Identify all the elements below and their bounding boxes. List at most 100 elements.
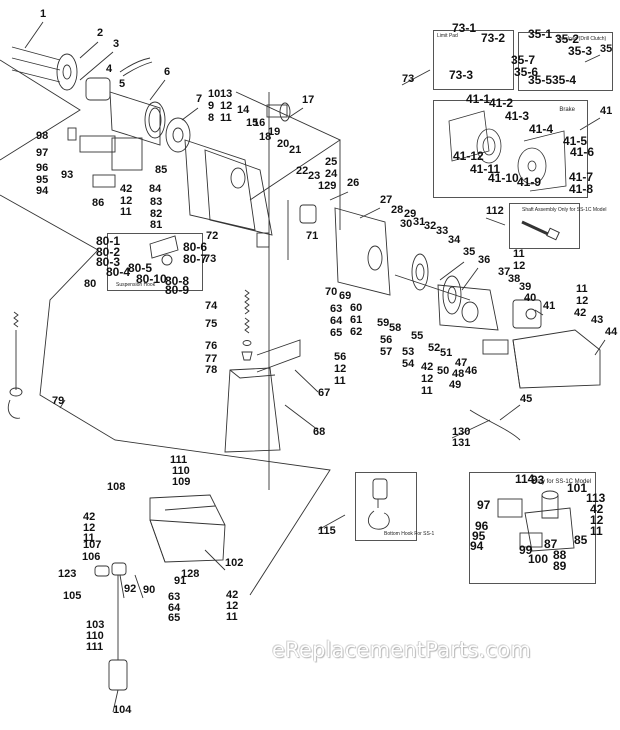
part-callout-79[interactable]: 79 (52, 395, 65, 407)
inset-part-callout-97[interactable]: 97 (477, 498, 491, 512)
inset-part-callout-41-4[interactable]: 41-4 (529, 122, 554, 136)
part-callout-73[interactable]: 73 (402, 73, 415, 85)
part-callout-7[interactable]: 7 (196, 93, 203, 105)
part-callout-63[interactable]: 63 (168, 591, 181, 603)
part-callout-40[interactable]: 40 (524, 292, 537, 304)
part-callout-71[interactable]: 71 (306, 230, 319, 242)
part-callout-81[interactable]: 81 (150, 219, 163, 231)
inset-part-callout-80-10[interactable]: 80-10 (136, 272, 167, 286)
part-callout-12[interactable]: 12 (220, 100, 233, 112)
part-callout-111[interactable]: 111 (86, 641, 104, 653)
part-callout-98[interactable]: 98 (36, 130, 49, 142)
inset-part-callout-41-6[interactable]: 41-6 (570, 145, 595, 159)
part-callout-128[interactable]: 128 (181, 568, 200, 580)
part-callout-92[interactable]: 92 (124, 583, 137, 595)
part-callout-26[interactable]: 26 (347, 177, 360, 189)
part-callout-94[interactable]: 94 (36, 185, 49, 197)
part-callout-42[interactable]: 42 (83, 511, 96, 523)
part-callout-43[interactable]: 43 (591, 314, 604, 326)
part-callout-131[interactable]: 131 (452, 437, 471, 449)
part-callout-42[interactable]: 42 (574, 307, 587, 319)
part-callout-95[interactable]: 95 (36, 174, 49, 186)
part-callout-80[interactable]: 80 (84, 278, 97, 290)
inset-part-callout-80-7[interactable]: 80-7 (183, 252, 208, 266)
inset-part-callout-41-7[interactable]: 41-7 (569, 170, 594, 184)
part-callout-41[interactable]: 41 (543, 300, 556, 312)
part-callout-38[interactable]: 38 (508, 273, 521, 285)
part-callout-32[interactable]: 32 (424, 220, 437, 232)
part-callout-8[interactable]: 8 (208, 112, 215, 124)
part-callout-51[interactable]: 51 (440, 347, 453, 359)
inset-part-callout-73-2[interactable]: 73-2 (481, 31, 506, 45)
part-callout-42[interactable]: 42 (226, 589, 239, 601)
part-callout-42[interactable]: 42 (120, 183, 133, 195)
part-callout-10[interactable]: 10 (208, 88, 221, 100)
part-callout-11[interactable]: 11 (513, 248, 525, 260)
part-callout-41[interactable]: 41 (600, 105, 613, 117)
inset-part-callout-35-4[interactable]: 35-4 (552, 73, 577, 87)
part-callout-64[interactable]: 64 (330, 315, 343, 327)
part-callout-96[interactable]: 96 (36, 162, 49, 174)
part-callout-102[interactable]: 102 (225, 557, 244, 569)
inset-part-callout-35-3[interactable]: 35-3 (568, 44, 593, 58)
part-callout-34[interactable]: 34 (448, 234, 461, 246)
part-callout-11[interactable]: 11 (220, 112, 232, 124)
inset-part-callout-80-5[interactable]: 80-5 (128, 261, 153, 275)
inset-part-callout-11[interactable]: 11 (590, 524, 603, 538)
part-callout-105[interactable]: 105 (63, 590, 82, 602)
inset-part-callout-41-9[interactable]: 41-9 (517, 175, 542, 189)
inset-part-callout-41-10[interactable]: 41-10 (488, 171, 519, 185)
inset-part-callout-93[interactable]: 93 (531, 473, 545, 487)
part-callout-12[interactable]: 12 (226, 600, 239, 612)
inset-part-callout-80-9[interactable]: 80-9 (165, 283, 190, 297)
part-callout-33[interactable]: 33 (436, 225, 449, 237)
part-callout-130[interactable]: 130 (452, 426, 471, 438)
part-callout-129[interactable]: 129 (318, 180, 337, 192)
part-callout-83[interactable]: 83 (150, 196, 163, 208)
part-callout-16[interactable]: 16 (253, 117, 266, 129)
part-callout-37[interactable]: 37 (498, 266, 511, 278)
part-callout-29[interactable]: 29 (404, 208, 417, 220)
inset-part-callout-99[interactable]: 99 (519, 543, 533, 557)
part-callout-59[interactable]: 59 (377, 317, 390, 329)
part-callout-106[interactable]: 106 (82, 551, 101, 563)
part-callout-12[interactable]: 12 (576, 295, 589, 307)
inset-part-callout-96[interactable]: 96 (475, 519, 489, 533)
inset-part-callout-41-2[interactable]: 41-2 (489, 96, 514, 110)
inset-part-callout-73-1[interactable]: 73-1 (452, 21, 477, 35)
part-callout-77[interactable]: 77 (205, 353, 218, 365)
inset-part-callout-101[interactable]: 101 (567, 481, 588, 495)
part-callout-35[interactable]: 35 (600, 43, 613, 55)
part-callout-62[interactable]: 62 (350, 326, 363, 338)
part-callout-11[interactable]: 11 (334, 375, 346, 387)
part-callout-55[interactable]: 55 (411, 330, 424, 342)
part-callout-45[interactable]: 45 (520, 393, 533, 405)
part-callout-48[interactable]: 48 (452, 368, 465, 380)
part-callout-63[interactable]: 63 (330, 303, 343, 315)
part-callout-52[interactable]: 52 (428, 342, 441, 354)
part-callout-21[interactable]: 21 (289, 144, 302, 156)
part-callout-50[interactable]: 50 (437, 365, 450, 377)
part-callout-2[interactable]: 2 (97, 27, 104, 39)
part-callout-42[interactable]: 42 (421, 361, 434, 373)
part-callout-123[interactable]: 123 (58, 568, 77, 580)
inset-part-callout-80-8[interactable]: 80-8 (165, 274, 190, 288)
part-callout-69[interactable]: 69 (339, 290, 352, 302)
part-callout-91[interactable]: 91 (174, 575, 187, 587)
part-callout-97[interactable]: 97 (36, 147, 49, 159)
part-callout-46[interactable]: 46 (465, 365, 478, 377)
part-callout-31[interactable]: 31 (413, 216, 426, 228)
part-callout-93[interactable]: 93 (61, 169, 74, 181)
part-callout-103[interactable]: 103 (86, 619, 105, 631)
inset-part-callout-41-1[interactable]: 41-1 (466, 92, 491, 106)
inset-part-callout-113[interactable]: 113 (586, 491, 606, 505)
inset-part-callout-85[interactable]: 85 (574, 533, 588, 547)
part-callout-44[interactable]: 44 (605, 326, 618, 338)
inset-part-callout-35-1[interactable]: 35-1 (528, 27, 553, 41)
inset-part-callout-41-11[interactable]: 41-11 (470, 162, 501, 176)
part-callout-110[interactable]: 110 (172, 465, 190, 477)
part-callout-25[interactable]: 25 (325, 156, 338, 168)
inset-part-callout-80-3[interactable]: 80-3 (96, 255, 121, 269)
part-callout-110[interactable]: 110 (86, 630, 104, 642)
inset-part-callout-41-12[interactable]: 41-12 (453, 149, 484, 163)
